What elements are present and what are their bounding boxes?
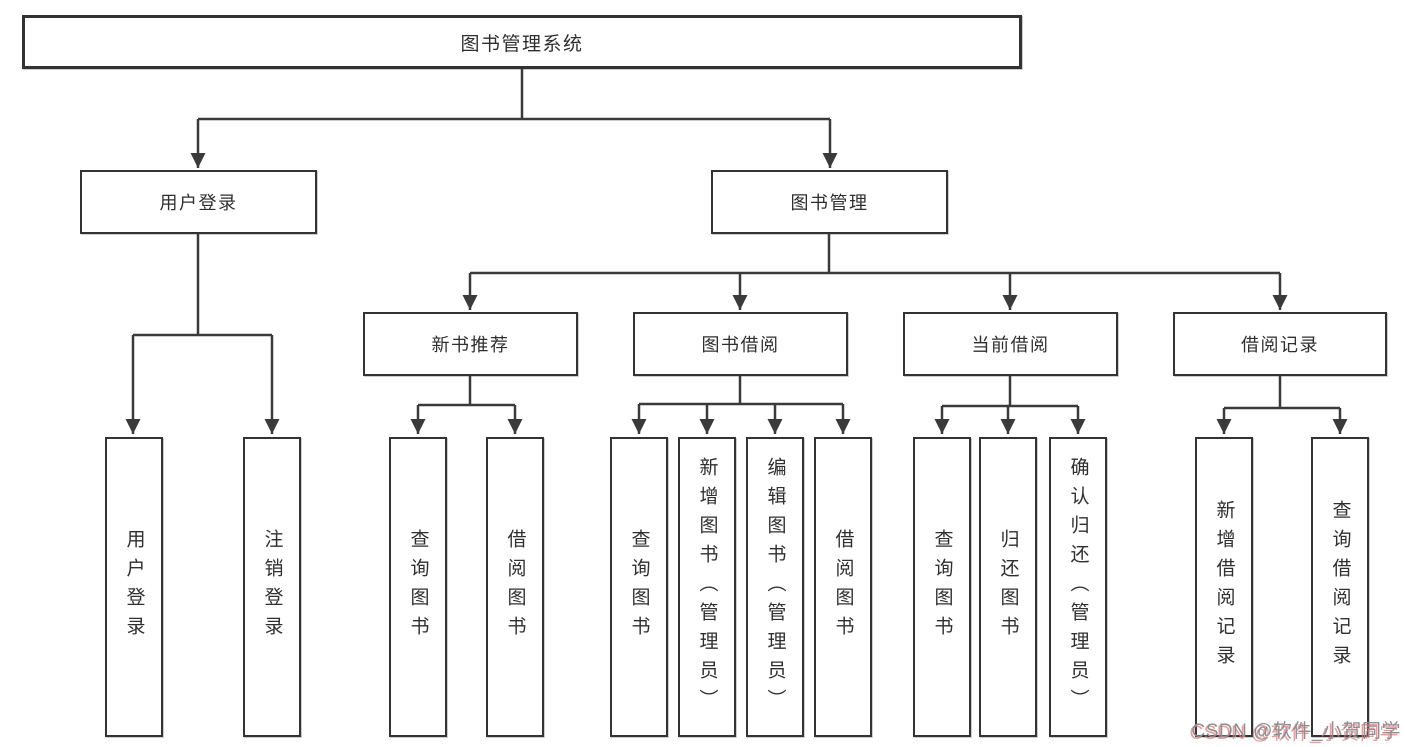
- leaf-label: 查询借阅记录: [1329, 500, 1351, 674]
- leaf-label: 查询图书: [407, 529, 429, 645]
- csdn-watermark: CSDN @软件_小贺同学: [1191, 721, 1401, 742]
- leaf-add-book-admin: 新增图书（管理员）: [678, 437, 736, 737]
- leaf-label: 用户登录: [123, 529, 145, 645]
- connector-borrow-record-trunk: [1224, 376, 1340, 410]
- connector-new-book-trunk: [418, 376, 515, 407]
- node-borrow-records: 借阅记录: [1173, 312, 1387, 376]
- leaf-label: 查询图书: [931, 529, 953, 645]
- leaf-label: 注销登录: [261, 529, 283, 645]
- node-book-borrow: 图书借阅: [633, 312, 848, 376]
- node-label: 用户登录: [159, 193, 238, 213]
- leaf-label: 确认归还（管理员）: [1067, 456, 1089, 718]
- leaf-label: 查询图书: [628, 529, 650, 645]
- node-label: 新书推荐: [431, 335, 510, 355]
- node-label: 图书管理系统: [460, 33, 584, 55]
- leaf-add-borrow-record: 新增借阅记录: [1195, 437, 1253, 737]
- connector-user-login-trunk: [133, 234, 272, 337]
- node-label: 图书借阅: [701, 335, 780, 355]
- node-label: 当前借阅: [971, 335, 1050, 355]
- leaf-edit-book-admin: 编辑图书（管理员）: [746, 437, 804, 737]
- leaf-logout: 注销登录: [243, 437, 301, 737]
- leaf-query-book-current: 查询图书: [913, 437, 971, 737]
- node-label: 借阅记录: [1241, 335, 1319, 355]
- leaf-query-borrow-record: 查询借阅记录: [1311, 437, 1369, 737]
- node-label: 图书管理: [790, 193, 869, 213]
- node-user-login: 用户登录: [80, 170, 317, 234]
- leaf-user-login: 用户登录: [105, 437, 163, 737]
- leaf-query-book-recommend: 查询图书: [389, 437, 447, 737]
- leaf-label: 新增借阅记录: [1213, 500, 1235, 674]
- leaf-return-book: 归还图书: [979, 437, 1037, 737]
- leaf-label: 编辑图书（管理员）: [764, 456, 786, 718]
- leaf-label: 新增图书（管理员）: [696, 456, 718, 718]
- leaf-label: 借阅图书: [504, 529, 526, 645]
- leaf-query-book-borrow: 查询图书: [610, 437, 668, 737]
- node-current-borrow: 当前借阅: [903, 312, 1118, 376]
- leaf-borrow-book: 借阅图书: [814, 437, 872, 737]
- leaf-borrow-book-recommend: 借阅图书: [486, 437, 544, 737]
- leaf-label: 归还图书: [997, 529, 1019, 645]
- node-book-management: 图书管理: [711, 170, 948, 234]
- node-new-book-recommend: 新书推荐: [363, 312, 578, 376]
- connector-current-borrow-trunk: [942, 376, 1078, 408]
- connector-root-trunk: [198, 69, 830, 121]
- node-library-management-system: 图书管理系统: [22, 15, 1022, 69]
- connector-book-management-trunk: [470, 234, 1280, 275]
- leaf-confirm-return-admin: 确认归还（管理员）: [1049, 437, 1107, 737]
- leaf-label: 借阅图书: [832, 529, 854, 645]
- connector-book-borrow-trunk: [639, 376, 843, 406]
